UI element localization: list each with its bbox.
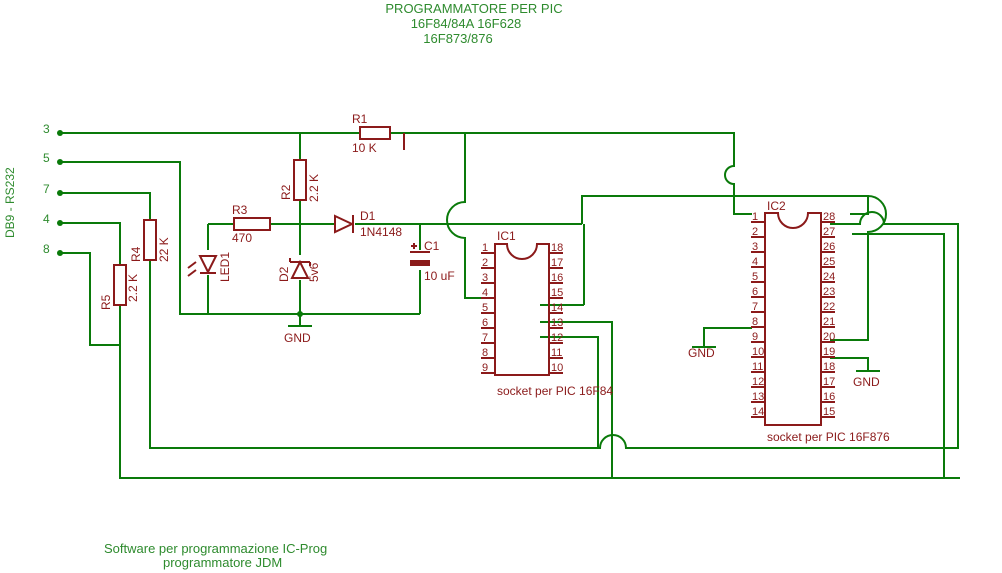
ic2-pin-number: 3	[752, 241, 758, 253]
capacitor-c1	[410, 243, 430, 266]
ic2-pin-number: 12	[752, 376, 764, 388]
d2-name: D2	[277, 266, 291, 282]
resistor-r5	[113, 264, 127, 306]
connector-pin-7: 7	[43, 182, 50, 196]
ic2-pin-number: 7	[752, 301, 758, 313]
ic1-pin-number: 4	[482, 287, 488, 299]
ic2-name: IC2	[767, 199, 786, 213]
title-line-1: PROGRAMMATORE PER PIC	[385, 1, 562, 16]
ic1-pin-number: 2	[482, 257, 488, 269]
footer-line-1: Software per programmazione IC-Prog	[104, 541, 327, 556]
gnd-label-2: GND	[688, 346, 715, 360]
ic2-pin-number: 24	[823, 271, 835, 283]
ic1-pin-number: 12	[551, 332, 563, 344]
ic1-name: IC1	[497, 229, 516, 243]
ic2-pin-number: 18	[823, 361, 835, 373]
ic2-pin-number: 22	[823, 301, 835, 313]
r5-value: 2.2 K	[126, 274, 140, 302]
d1-value: 1N4148	[360, 225, 402, 239]
wiring	[60, 132, 960, 479]
ic1-pin-number: 13	[551, 317, 563, 329]
r1-name: R1	[352, 112, 368, 126]
ic1-pin-number: 1	[482, 242, 488, 254]
ic1-pin-number: 15	[551, 287, 563, 299]
resistor-r3	[233, 217, 271, 231]
zener-d2	[289, 258, 311, 279]
resistor-r4	[143, 219, 157, 261]
ic1-body	[494, 243, 550, 376]
ic2-pin-number: 9	[752, 331, 758, 343]
ic2-pin-number: 21	[823, 316, 835, 328]
ic2-pin-number: 26	[823, 241, 835, 253]
gnd-label-1: GND	[284, 331, 311, 345]
connector-pin-8: 8	[43, 242, 50, 256]
ic1-pin-number: 9	[482, 362, 488, 374]
r4-name: R4	[129, 246, 143, 262]
ic2-pin-number: 23	[823, 286, 835, 298]
ic2-socket-label: socket per PIC 16F876	[767, 430, 890, 444]
d1-name: D1	[360, 209, 376, 223]
ic1-pin-number: 3	[482, 272, 488, 284]
r2-value: 2.2 K	[307, 174, 321, 202]
ic2-pin-number: 16	[823, 391, 835, 403]
r3-name: R3	[232, 203, 248, 217]
led1-name: LED1	[218, 252, 232, 282]
resistor-r1	[359, 126, 405, 150]
connector-pin-3: 3	[43, 122, 50, 136]
ic1-pin-number: 8	[482, 347, 488, 359]
ic2-pin-number: 5	[752, 271, 758, 283]
c1-name: C1	[424, 239, 440, 253]
r2-name: R2	[279, 184, 293, 200]
ic2-pin-number: 17	[823, 376, 835, 388]
ground-symbols	[288, 311, 880, 372]
diode-d1	[334, 214, 355, 234]
connector-pins: 3 5 7 4 8	[43, 122, 63, 256]
ic1-pin-number: 6	[482, 317, 488, 329]
d2-value: 5v6	[307, 262, 321, 282]
connector-pin-5: 5	[43, 151, 50, 165]
ic1-socket-label: socket per PIC 16F84	[497, 384, 613, 398]
led-led1	[187, 255, 218, 277]
ic2-pin-number: 25	[823, 256, 835, 268]
r4-value: 22 K	[157, 237, 171, 262]
ic2-pin-number: 27	[823, 226, 835, 238]
ic2-pin-number: 8	[752, 316, 758, 328]
r3-value: 470	[232, 231, 252, 245]
ic1-pin-number: 5	[482, 302, 488, 314]
connector-label: DB9 - RS232	[3, 167, 17, 238]
ic2-pin-number: 14	[752, 406, 764, 418]
ic1-pin-number: 7	[482, 332, 488, 344]
ic2-pin-number: 6	[752, 286, 758, 298]
c1-value: 10 uF	[424, 269, 455, 283]
ic1-pin-number: 18	[551, 242, 563, 254]
ic1-pin-number: 10	[551, 362, 563, 374]
ic2-body	[764, 212, 822, 426]
ic2-pins: 1234567891011121314282726252423222120191…	[751, 211, 835, 418]
ic2-pin-number: 20	[823, 331, 835, 343]
r1-value: 10 K	[352, 141, 377, 155]
connector-pin-4: 4	[43, 212, 50, 226]
ic1-pin-number: 17	[551, 257, 563, 269]
resistor-r2	[293, 159, 307, 201]
ic1-pin-number: 11	[551, 347, 562, 359]
footer-line-2: programmatore JDM	[163, 555, 282, 570]
ic2-pin-number: 4	[752, 256, 758, 268]
ic1-pin-number: 16	[551, 272, 563, 284]
ic1-pin-number: 14	[551, 302, 563, 314]
title-line-3: 16F873/876	[423, 31, 492, 46]
ic2-pin-number: 19	[823, 346, 835, 358]
ic2-pin-number: 10	[752, 346, 764, 358]
ic2-pin-number: 1	[752, 211, 758, 223]
ic2-pin-number: 11	[752, 361, 763, 373]
ic2-pin-number: 15	[823, 406, 835, 418]
ic2-pin-number: 13	[752, 391, 764, 403]
ic2-pin-number: 2	[752, 226, 758, 238]
gnd-label-3: GND	[853, 375, 880, 389]
ic2-pin-number: 28	[823, 211, 835, 223]
r5-name: R5	[99, 294, 113, 310]
title-line-2: 16F84/84A 16F628	[411, 16, 522, 31]
